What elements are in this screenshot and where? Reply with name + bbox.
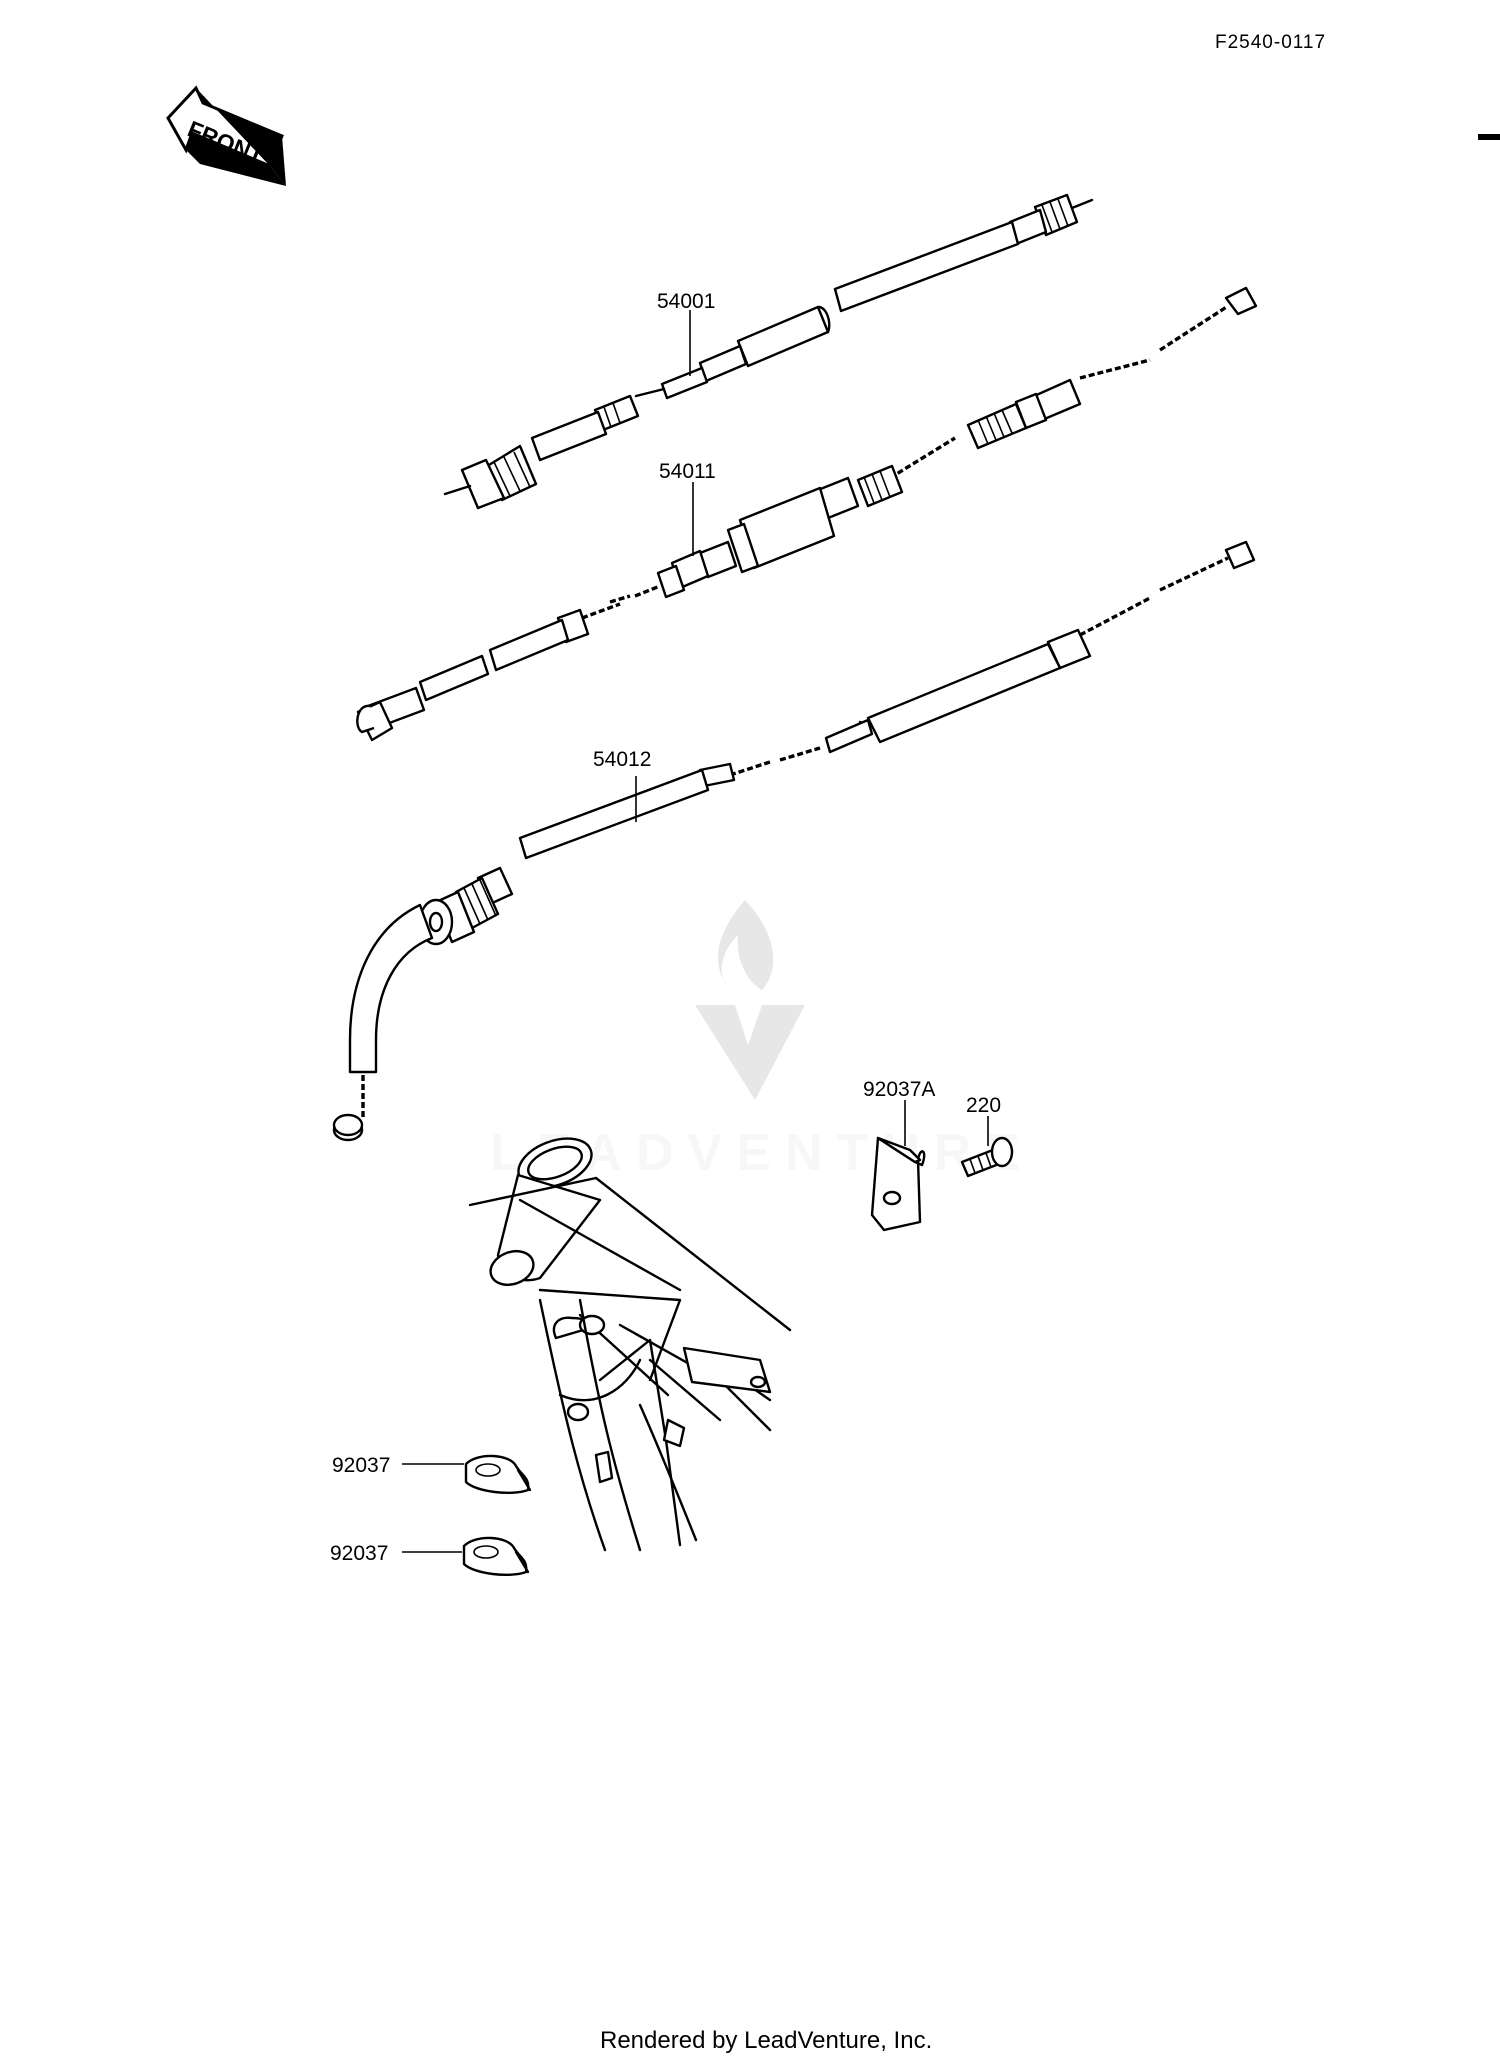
throttle-cable: 54012 [332,540,1256,1142]
front-arrow-icon: FRONT [166,85,286,186]
watermark-flame-icon [718,900,774,990]
part-label-54001: 54001 [657,290,715,313]
part-label-54011: 54011 [659,460,716,483]
speedometer-cable: 54001 [443,193,1094,510]
clamp-92037-upper: 92037 [332,1454,532,1495]
part-label-92037-lower: 92037 [330,1542,388,1565]
diagram-ref-code: F2540-0117 [1215,32,1326,53]
bracket-92037a: 92037A [863,1078,935,1232]
part-label-54012: 54012 [593,748,651,771]
part-label-220: 220 [966,1094,1001,1117]
part-label-92037a: 92037A [863,1078,935,1101]
frame-section [468,1137,792,1552]
clamp-92037-lower: 92037 [330,1536,530,1577]
footer-credit: Rendered by LeadVenture, Inc. [600,2027,932,2054]
bolt-220: 220 [960,1094,1014,1178]
edge-mark [1478,134,1500,140]
watermark-v-icon [695,1005,805,1100]
clutch-cable: 54011 [356,286,1258,742]
part-label-92037-upper: 92037 [332,1454,390,1477]
